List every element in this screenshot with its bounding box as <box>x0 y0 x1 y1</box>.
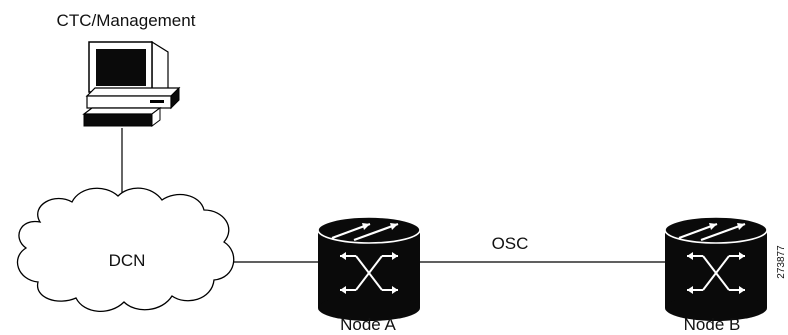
figure-id-label: 273877 <box>776 245 787 279</box>
node-b-router <box>664 216 768 321</box>
osc-label: OSC <box>492 234 529 253</box>
optical-router-icon <box>317 216 421 321</box>
node-a-label: Node A <box>340 315 396 334</box>
computer-terminal-icon <box>82 40 181 127</box>
network-cloud-icon <box>16 187 235 312</box>
dcn-label: DCN <box>109 251 146 270</box>
node-a-router <box>317 216 421 321</box>
optical-router-icon <box>664 216 768 321</box>
node-b-label: Node B <box>684 315 741 334</box>
management-label: CTC/Management <box>57 11 196 30</box>
